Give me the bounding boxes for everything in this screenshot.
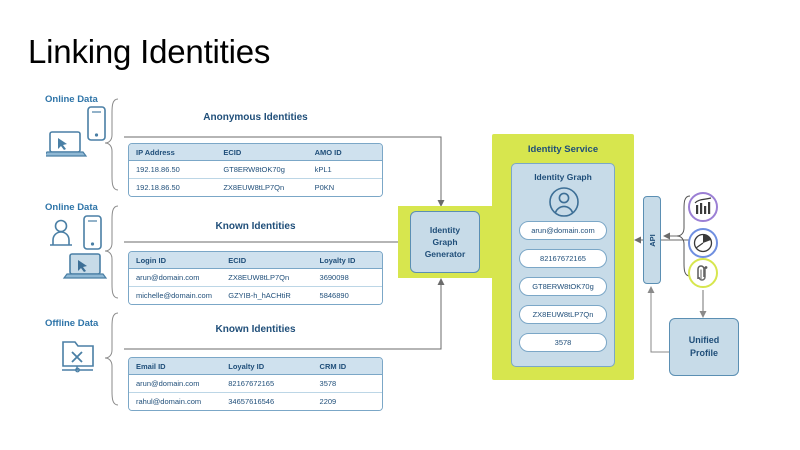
cell-ecid: GZYIB-h_hACHtiR (228, 291, 291, 300)
smartphone-icon (87, 106, 106, 141)
column-header: Email ID (136, 361, 166, 371)
api-label: API (643, 196, 661, 284)
cell-ecid: ZX8EUW8tLP7Qn (223, 183, 285, 192)
column-header: CRM ID (319, 361, 347, 371)
table-row: arun@domain.com 82167672165 3578 (129, 375, 382, 393)
api-box (643, 196, 661, 284)
person-avatar-icon (549, 187, 579, 217)
section-title-anonymous-identities: Anonymous Identities (203, 112, 308, 123)
table-header-row: IP Address ECID AMO ID (129, 144, 382, 161)
unified-profile-line-2: Profile (689, 348, 718, 358)
cell-email-id: arun@domain.com (136, 379, 200, 388)
source-label-online-data-2: Online Data (45, 202, 98, 213)
section-title-known-identities-2: Known Identities (215, 324, 296, 335)
pie-chart-icon[interactable] (688, 228, 718, 258)
analytics-chart-icon[interactable] (688, 192, 718, 222)
cell-crm-id: 2209 (319, 397, 337, 406)
generator-line-1: Identity (429, 225, 461, 235)
cell-login-id: arun@domain.com (136, 273, 200, 282)
table-anonymous-identities: IP Address ECID AMO ID 192.18.86.50 GT8E… (128, 143, 383, 197)
table-row: arun@domain.com ZX8EUW8tLP7Qn 3690098 (129, 269, 382, 287)
page-title: Linking Identities (28, 33, 271, 70)
cell-ip-address: 192.18.86.50 (136, 165, 180, 174)
column-header: Login ID (136, 255, 166, 265)
cell-loyalty-id: 34657616546 (228, 397, 275, 406)
identity-pill-loyalty-id: 82167672165 (519, 249, 607, 268)
column-header: ECID (223, 147, 242, 157)
table-row: michelle@domain.com GZYIB-h_hACHtiR 5846… (129, 287, 382, 304)
person-icon (50, 219, 72, 246)
table-header-row: Email ID Loyalty ID CRM ID (129, 358, 382, 375)
column-header: AMO ID (314, 147, 342, 157)
source-label-offline-data: Offline Data (45, 318, 99, 329)
audience-manager-icon[interactable] (688, 258, 718, 288)
api-label-text: API (647, 233, 657, 247)
cell-ecid: GT8ERW8tOK70g (223, 165, 285, 174)
identity-pill-ecid-2: ZX8EUW8tLP7Qn (519, 305, 607, 324)
table-header-row: Login ID ECID Loyalty ID (129, 252, 382, 269)
cell-loyalty-id: 82167672165 (228, 379, 275, 388)
identity-service-title: Identity Service (527, 144, 599, 155)
cell-crm-id: 3578 (319, 379, 337, 388)
generator-line-3: Generator (424, 249, 466, 259)
cell-login-id: michelle@domain.com (136, 291, 212, 300)
unified-profile-box: Unified Profile (669, 318, 739, 376)
column-header: ECID (228, 255, 247, 265)
source-label-online-data-1: Online Data (45, 94, 98, 105)
cell-loyalty-id: 3690098 (319, 273, 349, 282)
identity-pill-ecid-1: GT8ERW8tOK70g (519, 277, 607, 296)
table-known-identities-email: Email ID Loyalty ID CRM ID arun@domain.c… (128, 357, 383, 411)
identity-pill-crm-id: 3578 (519, 333, 607, 352)
cell-amo-id: P0KN (314, 183, 335, 192)
laptop-icon (46, 131, 88, 157)
table-known-identities-login: Login ID ECID Loyalty ID arun@domain.com… (128, 251, 383, 305)
offline-file-icon (62, 341, 94, 373)
column-header: Loyalty ID (228, 361, 265, 371)
cell-ip-address: 192.18.86.50 (136, 183, 180, 192)
unified-profile-line-1: Unified (688, 335, 720, 345)
column-header: IP Address (136, 147, 175, 157)
table-row: 192.18.86.50 ZX8EUW8tLP7Qn P0KN (129, 179, 382, 196)
column-header: Loyalty ID (319, 255, 356, 265)
cell-amo-id: kPL1 (314, 165, 332, 174)
cell-email-id: rahul@domain.com (136, 397, 202, 406)
identity-pill-email: arun@domain.com (519, 221, 607, 240)
cell-ecid: ZX8EUW8tLP7Qn (228, 273, 290, 282)
section-title-known-identities-1: Known Identities (215, 221, 296, 232)
laptop-icon (62, 253, 108, 279)
generator-line-2: Graph (432, 237, 458, 247)
identity-graph-title: Identity Graph (534, 172, 592, 182)
table-row: 192.18.86.50 GT8ERW8tOK70g kPL1 (129, 161, 382, 179)
cell-loyalty-id: 5846890 (319, 291, 349, 300)
table-row: rahul@domain.com 34657616546 2209 (129, 393, 382, 410)
smartphone-icon (83, 215, 102, 250)
identity-graph-generator-box: Identity Graph Generator (410, 211, 480, 273)
